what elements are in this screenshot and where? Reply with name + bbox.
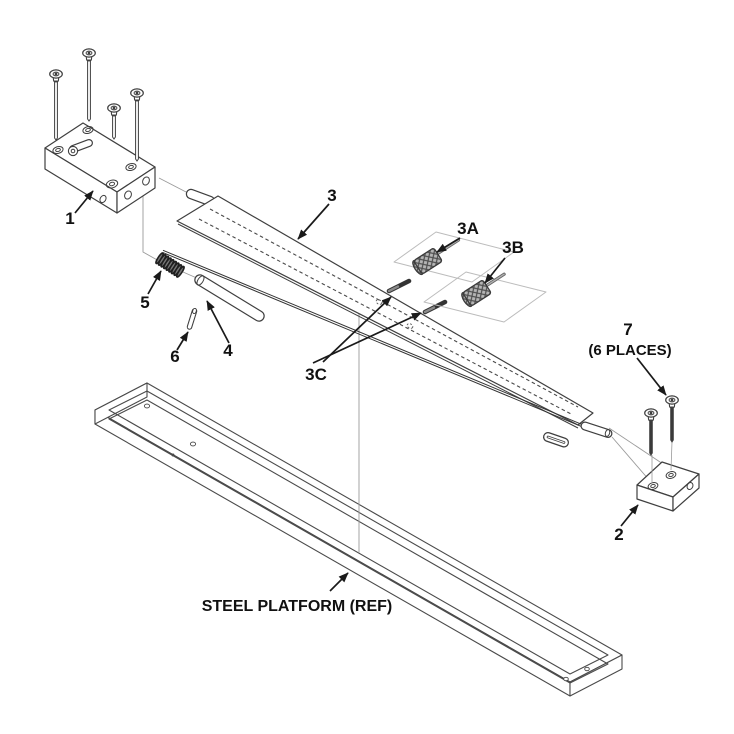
callout-7-note: (6 PLACES) <box>588 342 671 359</box>
platform-ref-label: STEEL PLATFORM (REF) <box>202 598 393 615</box>
arrow-3c-left <box>322 296 392 363</box>
spring-5 <box>155 252 185 278</box>
callout-arrows <box>74 190 667 592</box>
arrow-3b <box>484 257 506 284</box>
arrow-platform <box>329 572 349 592</box>
spring-3b <box>461 272 506 308</box>
callout-1: 1 <box>65 209 74 228</box>
block1-side-holes <box>99 176 150 204</box>
platform-right-wall <box>569 654 623 697</box>
bar-left-rod-tip <box>185 188 216 207</box>
callout-labels: 1 3 3A 3B 3C 4 5 6 7 (6 PLACES) 2 STEEL … <box>65 186 671 615</box>
callout-4: 4 <box>223 341 233 360</box>
arrow-6 <box>176 331 189 351</box>
bar-hidden-slot-lines <box>198 208 579 415</box>
bar-pivot-rod-edge <box>162 249 585 429</box>
arrow-4 <box>206 300 230 344</box>
arrow-1 <box>74 190 94 214</box>
platform-floor-holes <box>143 403 590 682</box>
callout-3a: 3A <box>457 219 479 238</box>
screw <box>107 103 121 140</box>
arrow-7 <box>636 357 667 396</box>
roller-rod-4 <box>194 274 265 322</box>
callout-7: 7 <box>623 320 632 339</box>
bar-right-rod-tip <box>580 421 613 438</box>
callout-5: 5 <box>140 293 149 312</box>
arrow-3a <box>436 237 461 253</box>
pin-6 <box>186 307 198 330</box>
bar-end-curl-tab <box>543 432 569 448</box>
screws-block1 <box>49 48 144 162</box>
callout-3: 3 <box>327 186 336 205</box>
callout-2: 2 <box>614 525 623 544</box>
platform-top-rim <box>94 382 623 683</box>
pin-3c <box>422 299 448 315</box>
bar-thickness-edge <box>177 223 579 429</box>
platform-floor <box>108 399 609 684</box>
block1-right-face <box>116 166 156 214</box>
phantom-block1-to-bar <box>158 177 189 194</box>
mounting-block-right <box>636 461 700 512</box>
platform-inner-rim <box>108 390 609 675</box>
screw <box>82 48 96 122</box>
corner-block-left <box>44 122 156 214</box>
screw <box>665 395 679 443</box>
screw <box>130 88 144 162</box>
ghost-outlines <box>393 231 547 323</box>
screws-block2 <box>644 395 679 482</box>
callout-3c: 3C <box>305 365 327 384</box>
pins-3c <box>386 278 448 315</box>
arrow-3 <box>297 203 330 240</box>
spring-3a <box>412 238 461 276</box>
block2-holes <box>647 471 694 490</box>
screw <box>644 408 658 456</box>
steel-platform <box>94 382 623 697</box>
callout-3b: 3B <box>502 238 524 257</box>
callout-6: 6 <box>170 347 179 366</box>
lever-bar-3 <box>162 188 613 448</box>
arrow-5 <box>147 270 162 295</box>
arrow-2 <box>620 504 639 527</box>
block1-keyhole-slot <box>67 139 93 157</box>
screw <box>49 69 63 141</box>
pin-3c <box>386 278 412 294</box>
platform-front-wall <box>94 409 571 697</box>
block1-top-holes <box>52 125 137 189</box>
